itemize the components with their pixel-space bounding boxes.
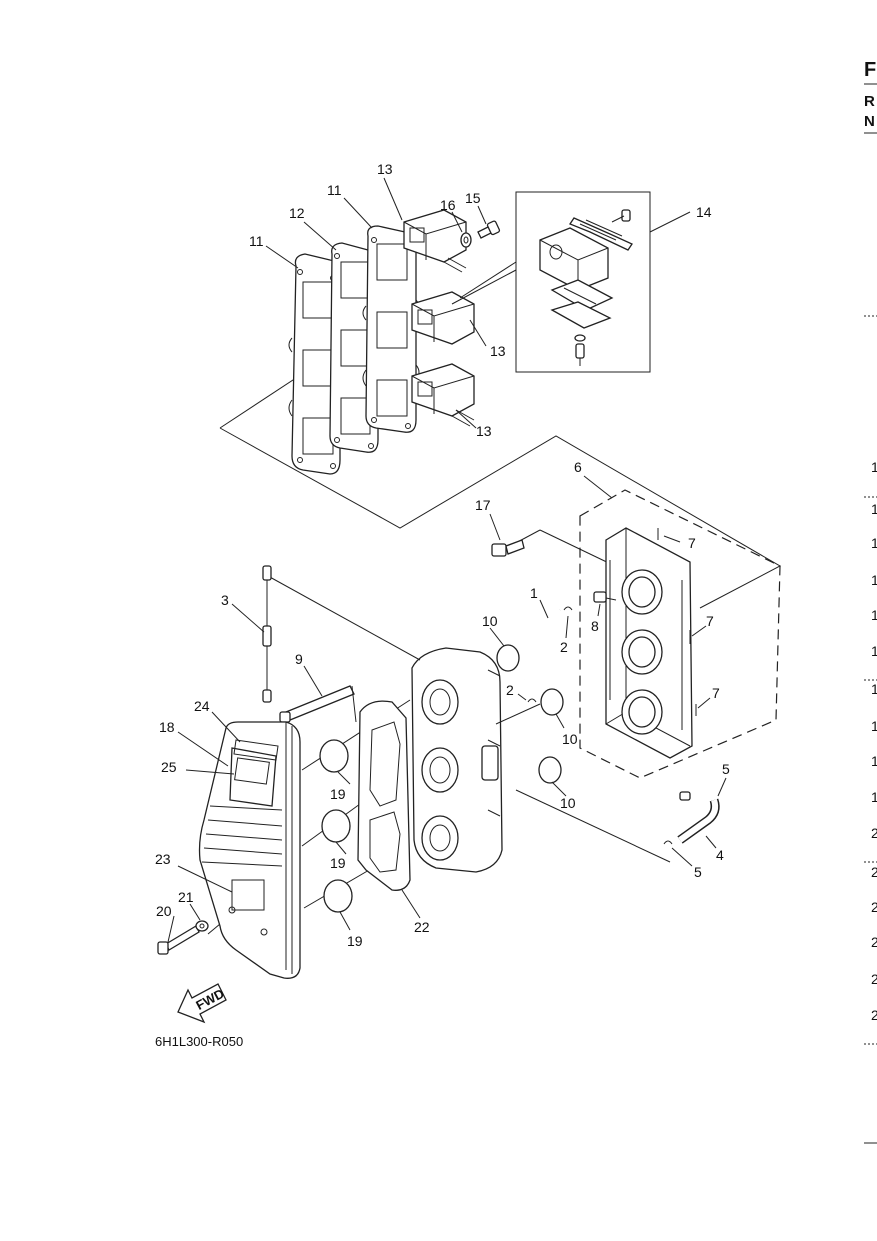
edge-number: 2 [871,864,877,880]
reed-valve-13-top [403,209,467,273]
callout-13: 13 [476,423,492,439]
screw-7 [657,528,697,716]
callout-7: 7 [688,535,696,551]
bolt-17 [491,539,525,557]
reed-valve-13-bottom [411,363,475,427]
edge-number: 1 [871,607,877,623]
diagram-reference-code: 6H1L300-R050 [155,1034,243,1049]
callout-25: 25 [161,759,177,775]
callout-12: 12 [289,205,305,221]
callout-3: 3 [221,592,229,608]
edge-number: 2 [871,899,877,915]
callout-13: 13 [490,343,506,359]
callout-19: 19 [330,855,346,871]
callout-7: 7 [712,685,720,701]
callout-6: 6 [574,459,582,475]
bolt-9 [279,685,357,723]
header-line2-fragment: N [864,113,875,130]
washer-21 [195,920,209,932]
edge-number: 1 [871,789,877,805]
edge-number: 1 [871,535,877,551]
edge-number: 1 [871,572,877,588]
bolt-20 [157,925,200,955]
hose-1 [519,607,561,681]
callout-20: 20 [156,903,172,919]
screw-15 [477,220,501,239]
o-ring-19 [319,739,353,913]
edge-number: 2 [871,934,877,950]
header-line1-fragment: R [864,93,875,110]
callout-9: 9 [295,651,303,667]
callout-18: 18 [159,719,175,735]
clip-2 [527,606,573,703]
callout-23: 23 [155,851,171,867]
edge-number: 1 [871,459,877,475]
callout-24: 24 [194,698,210,714]
clip-5 [663,791,691,845]
fwd-arrow-icon[interactable]: FWD [177,983,227,1024]
right-edge-header: F R N [864,59,877,317]
callout-19: 19 [347,933,363,949]
callout-10: 10 [560,795,576,811]
edge-number: 1 [871,718,877,734]
callout-labels: 13 11 12 11 15 16 14 13 13 6 17 7 7 7 8 … [155,161,730,949]
gasket-11-rear [288,253,344,475]
edge-number: 1 [871,681,877,697]
intake-manifold-group-6 [579,489,781,779]
silencer-cover-18 [198,721,301,979]
washer-16 [460,232,472,248]
callout-2: 2 [560,639,568,655]
callout-11: 11 [327,182,342,198]
edge-number: 1 [871,643,877,659]
leader-lines [167,177,727,943]
edge-number: 1 [871,753,877,769]
edge-number: 1 [871,501,877,517]
callout-15: 15 [465,190,481,206]
callout-13: 13 [377,161,393,177]
callout-16: 16 [440,197,456,213]
header-title-fragment: F [864,59,876,81]
reed-valve-detail-box-14 [451,191,651,373]
callout-10: 10 [482,613,498,629]
callout-2: 2 [506,682,514,698]
hose-4 [677,798,720,844]
edge-number: 2 [871,825,877,841]
gasket-11-front [362,225,420,433]
o-ring-10 [496,644,564,784]
fitting-8 [593,591,617,603]
callout-5: 5 [722,761,730,777]
right-edge-number-column: 1 1 1 1 1 1 1 1 1 1 2 2 2 2 2 2 [864,459,877,1144]
callout-11: 11 [249,233,264,249]
callout-1: 1 [530,585,538,601]
callout-5: 5 [694,864,702,880]
label-24 [233,739,279,761]
callout-4: 4 [716,847,724,863]
callout-7: 7 [706,613,714,629]
gasket-22 [357,700,411,891]
callout-19: 19 [330,786,346,802]
callout-8: 8 [591,618,599,634]
link-rod-3 [262,565,272,703]
callout-21: 21 [178,889,194,905]
callout-10: 10 [562,731,578,747]
edge-number: 2 [871,971,877,987]
callout-14: 14 [696,204,712,220]
carburetor-body [411,647,503,873]
edge-number: 2 [871,1007,877,1023]
callout-22: 22 [414,919,430,935]
reed-valve-13-middle [411,291,475,345]
callout-17: 17 [475,497,491,513]
